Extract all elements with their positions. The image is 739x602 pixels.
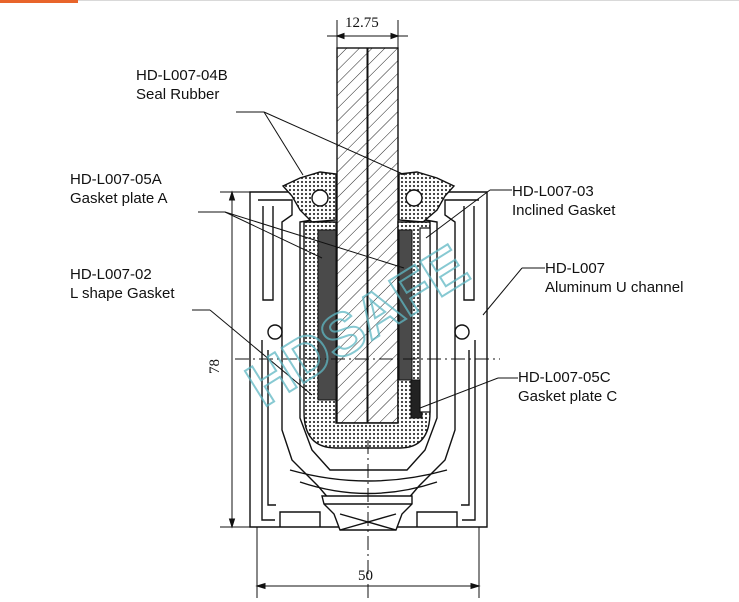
- label-inclined-gasket-name: Inclined Gasket: [512, 202, 616, 219]
- top-divider: [78, 0, 739, 1]
- label-gasket-plate-a-code: HD-L007-05A: [70, 171, 162, 188]
- seal-rubber-right: [398, 171, 456, 223]
- label-inclined-gasket-code: HD-L007-03: [512, 183, 594, 200]
- label-gasket-plate-c: HD-L007-05C Gasket plate C: [518, 368, 617, 406]
- label-gasket-plate-a: HD-L007-05A Gasket plate A: [70, 170, 168, 208]
- top-accent-bar: [0, 0, 78, 3]
- label-gasket-plate-c-name: Gasket plate C: [518, 388, 618, 405]
- leader-lines: [192, 111, 545, 409]
- dimension-height-text: 78: [207, 359, 223, 374]
- label-l-shape-gasket: HD-L007-02 L shape Gasket: [70, 265, 175, 303]
- label-l-shape-gasket-code: HD-L007-02: [70, 266, 152, 283]
- label-seal-rubber-code: HD-L007-04B: [136, 67, 228, 84]
- label-seal-rubber: HD-L007-04B Seal Rubber: [136, 66, 228, 104]
- label-aluminum-u-channel: HD-L007 Aluminum U channel: [545, 259, 683, 297]
- label-gasket-plate-c-code: HD-L007-05C: [518, 369, 611, 386]
- dimension-bottom-width-text: 50: [358, 568, 373, 584]
- dimension-bottom-width: [255, 527, 481, 598]
- dimension-height: [220, 190, 250, 529]
- label-aluminum-u-channel-name: Aluminum U channel: [545, 279, 684, 296]
- center-lines: [235, 358, 500, 598]
- inclined-gasket: [419, 227, 431, 413]
- label-l-shape-gasket-name: L shape Gasket: [70, 285, 175, 302]
- seal-rubber-left: [281, 171, 337, 223]
- bolt: [321, 495, 413, 531]
- label-aluminum-u-channel-code: HD-L007: [545, 260, 606, 277]
- label-gasket-plate-a-name: Gasket plate A: [70, 190, 168, 207]
- label-seal-rubber-name: Seal Rubber: [136, 86, 220, 103]
- gasket-plate-a-left: [317, 229, 337, 401]
- dimension-top-width-text: 12.75: [345, 15, 379, 31]
- dimension-top-width: [327, 20, 408, 48]
- label-inclined-gasket: HD-L007-03 Inclined Gasket: [512, 182, 615, 220]
